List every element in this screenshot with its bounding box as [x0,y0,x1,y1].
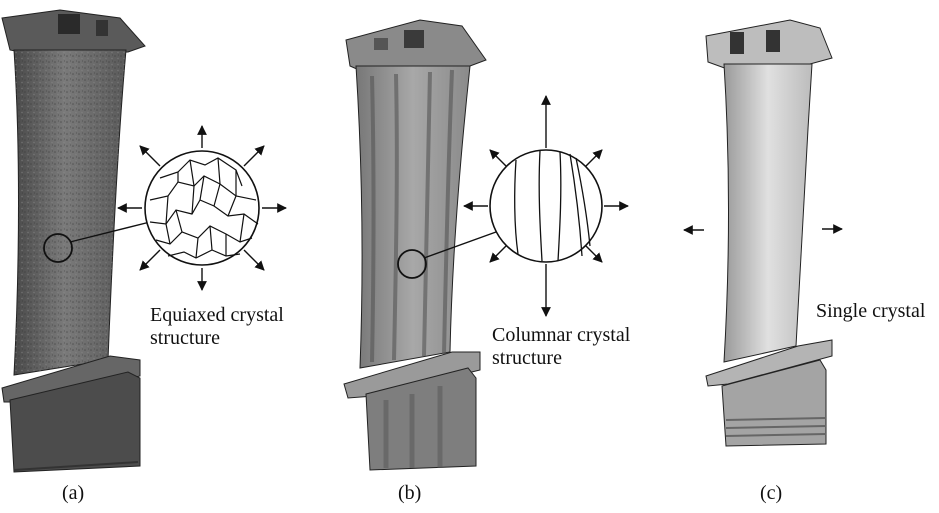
blade-a-equiaxed [2,10,150,472]
annotation-equiaxed-line2: structure [150,327,284,350]
panel-label-b: (b) [398,482,421,505]
blade-c-top-notch [766,30,780,52]
annotation-single-crystal-line1: Single crystal [816,300,925,323]
panel-label-c: (c) [760,482,782,505]
blade-b-columnar [344,20,496,470]
blade-a-top-slot [58,14,80,34]
columnar-magnified-view [464,96,628,316]
annotation-equiaxed-line1: Equiaxed crystal [150,304,284,327]
panel-label-a: (a) [62,482,84,505]
blade-c-top-slot [730,32,744,54]
blade-a-top-notch [96,20,108,36]
blade-c-single-crystal [706,20,832,446]
equiaxed-magnified-view [118,126,286,290]
annotation-columnar: Columnar crystal structure [492,324,630,370]
annotation-single-crystal: Single crystal [816,300,925,323]
annotation-columnar-line1: Columnar crystal [492,324,630,347]
annotation-columnar-line2: structure [492,347,630,370]
annotation-equiaxed: Equiaxed crystal structure [150,304,284,350]
blade-b-top-notch [374,38,388,50]
blade-b-top-slot [404,30,424,48]
